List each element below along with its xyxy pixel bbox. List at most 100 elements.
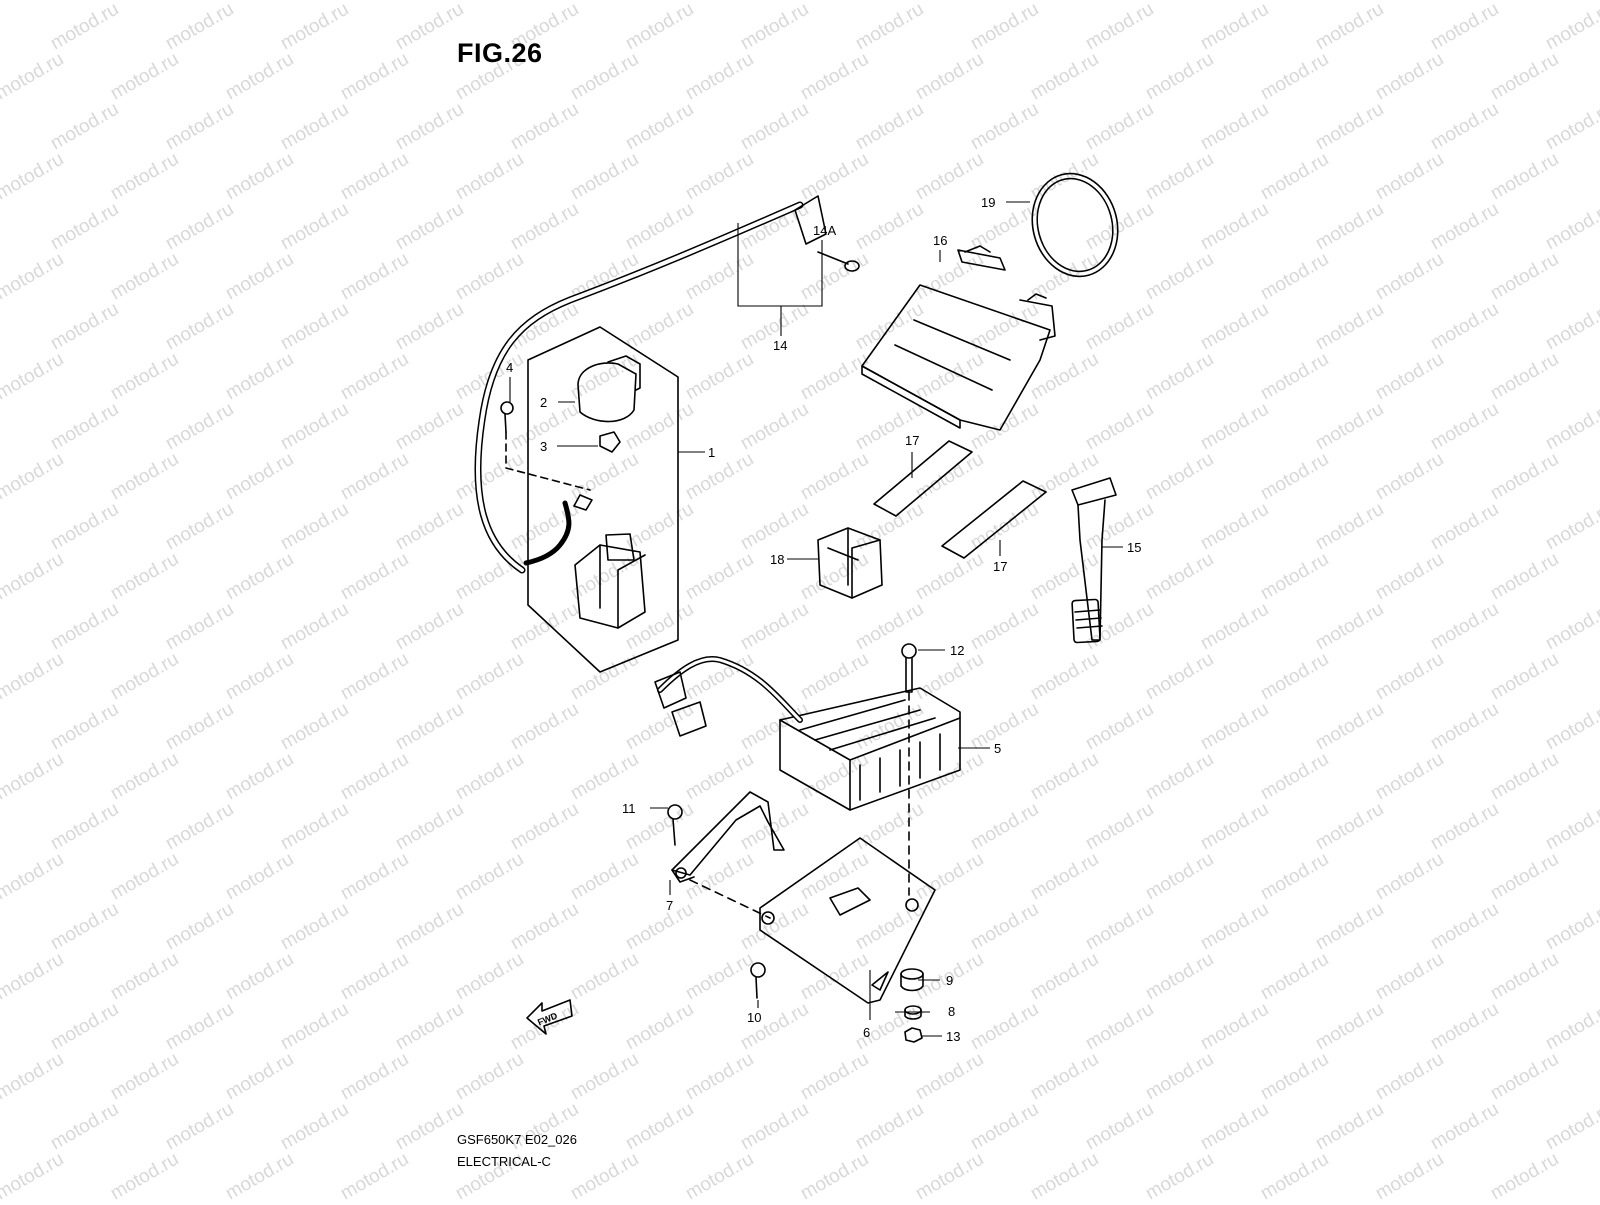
watermark-text: motod.ru xyxy=(222,449,297,505)
watermark-text: motod.ru xyxy=(337,749,412,805)
watermark-text: motod.ru xyxy=(392,899,467,955)
watermark-text: motod.ru xyxy=(0,849,67,905)
watermark-text: motod.ru xyxy=(277,999,352,1055)
bolt-12 xyxy=(901,643,917,896)
watermark-text: motod.ru xyxy=(1312,599,1387,655)
watermark-text: motod.ru xyxy=(162,999,237,1055)
bolt-11 xyxy=(667,804,683,846)
watermark-text: motod.ru xyxy=(1312,999,1387,1055)
watermark-text: motod.ru xyxy=(222,949,297,1005)
watermark-text: motod.ru xyxy=(1427,1099,1502,1155)
watermark-text: motod.ru xyxy=(337,649,412,705)
o-ring xyxy=(1031,172,1119,278)
watermark-text: motod.ru xyxy=(1312,1099,1387,1155)
watermark-text: motod.ru xyxy=(1082,799,1157,855)
starter-relay-assembly xyxy=(500,326,679,673)
watermark-text: motod.ru xyxy=(452,949,527,1005)
watermark-text: motod.ru xyxy=(0,0,67,4)
watermark-text: motod.ru xyxy=(162,199,237,255)
connector-bracket xyxy=(817,527,883,599)
watermark-text: motod.ru xyxy=(737,599,812,655)
watermark-text: motod.ru xyxy=(1542,99,1600,155)
watermark-text: motod.ru xyxy=(1372,1049,1447,1105)
watermark-text: motod.ru xyxy=(1487,549,1562,605)
grommet xyxy=(900,968,924,980)
watermark-text: motod.ru xyxy=(452,249,527,305)
watermark-text: motod.ru xyxy=(1027,649,1102,705)
watermark-text: motod.ru xyxy=(1082,299,1157,355)
watermark-text: motod.ru xyxy=(1312,299,1387,355)
watermark-text: motod.ru xyxy=(797,749,872,805)
category-label: ELECTRICAL-C xyxy=(457,1154,551,1169)
callout-16: 16 xyxy=(933,233,947,248)
watermark-text: motod.ru xyxy=(222,649,297,705)
watermark-text: motod.ru xyxy=(1427,399,1502,455)
watermark-text: motod.ru xyxy=(797,349,872,405)
watermark-text: motod.ru xyxy=(1427,0,1502,54)
watermark-text: motod.ru xyxy=(1027,49,1102,105)
watermark-text: motod.ru xyxy=(277,1099,352,1155)
watermark-text: motod.ru xyxy=(622,299,697,355)
watermark-text: motod.ru xyxy=(1312,499,1387,555)
watermark-text: motod.ru xyxy=(1027,1049,1102,1105)
watermark-text: motod.ru xyxy=(392,299,467,355)
watermark-text: motod.ru xyxy=(162,399,237,455)
watermark-text: motod.ru xyxy=(222,1149,297,1200)
watermark-text: motod.ru xyxy=(1082,99,1157,155)
watermark-text: motod.ru xyxy=(1197,99,1272,155)
bolt-10 xyxy=(750,962,766,999)
watermark-text: motod.ru xyxy=(852,599,927,655)
watermark-text: motod.ru xyxy=(967,99,1042,155)
watermark-text: motod.ru xyxy=(452,749,527,805)
watermark-text: motod.ru xyxy=(1487,149,1562,205)
watermark-text: motod.ru xyxy=(1542,399,1600,455)
watermark-text: motod.ru xyxy=(1197,299,1272,355)
callout-12: 12 xyxy=(950,643,964,658)
watermark-text: motod.ru xyxy=(1372,349,1447,405)
watermark-text: motod.ru xyxy=(1542,299,1600,355)
watermark-text: motod.ru xyxy=(107,449,182,505)
watermark-text: motod.ru xyxy=(737,799,812,855)
watermark-text: motod.ru xyxy=(277,499,352,555)
watermark-text: motod.ru xyxy=(392,999,467,1055)
watermark-text: motod.ru xyxy=(1142,749,1217,805)
watermark-text: motod.ru xyxy=(912,549,987,605)
watermark-text: motod.ru xyxy=(222,0,297,4)
watermark-text: motod.ru xyxy=(107,149,182,205)
watermark-text: motod.ru xyxy=(0,749,67,805)
watermark-text: motod.ru xyxy=(1027,449,1102,505)
nut xyxy=(904,1027,923,1043)
watermark-text: motod.ru xyxy=(912,149,987,205)
watermark-text: motod.ru xyxy=(1312,899,1387,955)
watermark-text: motod.ru xyxy=(1487,949,1562,1005)
watermark-text: motod.ru xyxy=(797,49,872,105)
watermark-text: motod.ru xyxy=(912,0,987,4)
watermark-text: motod.ru xyxy=(337,0,412,4)
watermark-text: motod.ru xyxy=(622,499,697,555)
watermark-text: motod.ru xyxy=(162,499,237,555)
watermark-text: motod.ru xyxy=(0,549,67,605)
watermark-text: motod.ru xyxy=(222,749,297,805)
watermark-text: motod.ru xyxy=(1372,549,1447,605)
watermark-text: motod.ru xyxy=(1372,949,1447,1005)
watermark-text: motod.ru xyxy=(1542,499,1600,555)
watermark-text: motod.ru xyxy=(1197,399,1272,455)
watermark-text: motod.ru xyxy=(1312,99,1387,155)
watermark-text: motod.ru xyxy=(1197,799,1272,855)
watermark-text: motod.ru xyxy=(1197,699,1272,755)
callout-14: 14 xyxy=(773,338,787,353)
callout-17-upper: 17 xyxy=(905,433,919,448)
watermark-text: motod.ru xyxy=(1427,699,1502,755)
callout-9: 9 xyxy=(946,973,953,988)
watermark-text: motod.ru xyxy=(737,699,812,755)
watermark-text: motod.ru xyxy=(507,99,582,155)
watermark-text: motod.ru xyxy=(1487,1149,1562,1200)
watermark-text: motod.ru xyxy=(1427,599,1502,655)
watermark-text: motod.ru xyxy=(1197,499,1272,555)
watermark-text: motod.ru xyxy=(912,449,987,505)
watermark-text: motod.ru xyxy=(1257,0,1332,4)
callout-4: 4 xyxy=(506,360,513,375)
watermark-text: motod.ru xyxy=(622,99,697,155)
watermark-text: motod.ru xyxy=(682,449,757,505)
